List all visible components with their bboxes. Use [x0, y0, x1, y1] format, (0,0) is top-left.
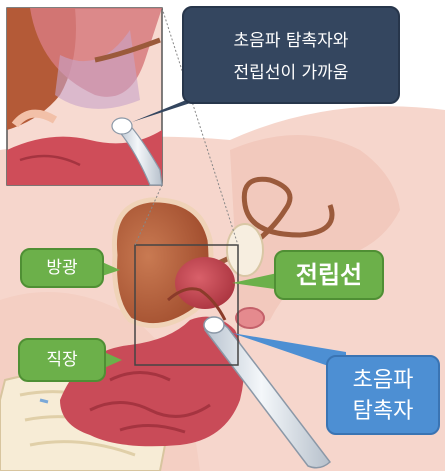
callout-prostate: 전립선 [274, 250, 384, 300]
label-bladder: 방광 [46, 258, 78, 278]
seminal-vesicle [235, 307, 265, 329]
label-rectum: 직장 [46, 350, 78, 370]
label-probe-line1: 초음파 [352, 368, 414, 393]
callout-probe: 초음파 탐촉자 [326, 355, 440, 435]
vas-deferens [199, 176, 335, 273]
callout-probe-near-line1: 초음파 탐촉자와 [233, 31, 349, 51]
rectum-shape [60, 316, 244, 447]
pubic-bone [226, 223, 264, 277]
callout-bladder: 방광 [20, 248, 104, 288]
inset-zoom-panel [6, 7, 163, 186]
callout-rectum: 직장 [18, 338, 106, 382]
label-probe-line2: 탐촉자 [352, 399, 414, 424]
label-prostate: 전립선 [295, 261, 363, 289]
prostate-shape [175, 257, 235, 309]
ultrasound-probe [203, 316, 332, 469]
zoom-region-box [134, 244, 239, 366]
callout-probe-near-line2: 전립선이 가까움 [233, 63, 349, 83]
callout-probe-near-prostate: 초음파 탐촉자와 전립선이 가까움 [182, 6, 400, 104]
